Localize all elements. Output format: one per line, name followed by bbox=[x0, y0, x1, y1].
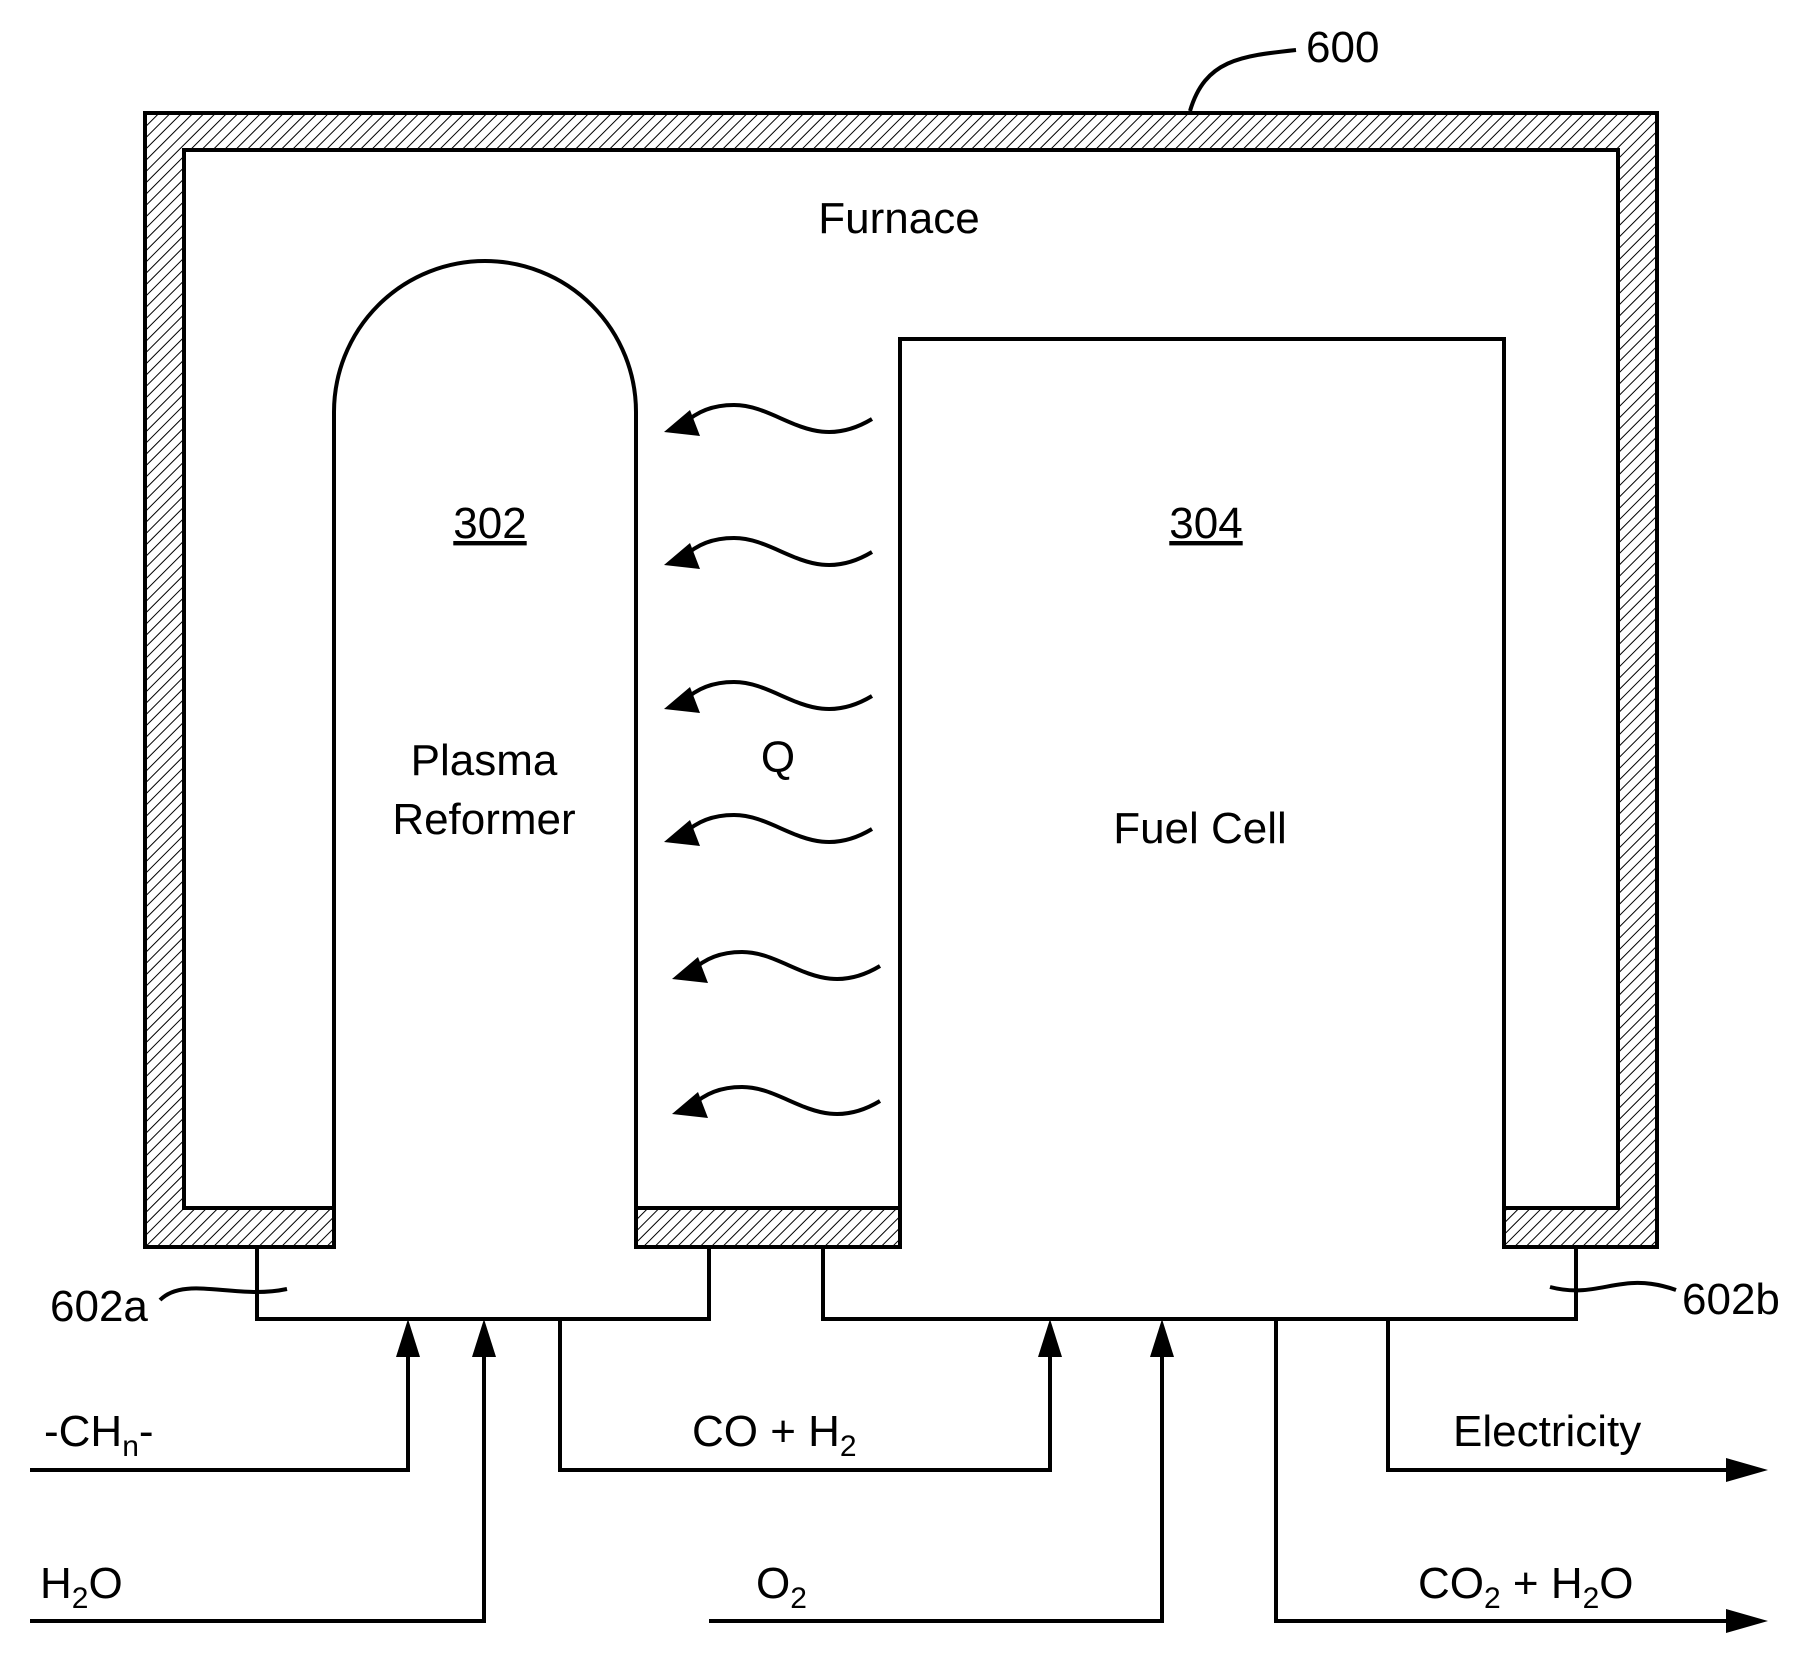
ref-302: 302 bbox=[453, 499, 526, 548]
heat-arrow-4 bbox=[684, 815, 872, 842]
exhaust-output-arrowhead bbox=[1726, 1609, 1768, 1633]
oxygen-label: O2 bbox=[756, 1559, 807, 1615]
heat-arrow-6 bbox=[692, 1087, 880, 1114]
manifold-602b bbox=[823, 1247, 1576, 1319]
heat-arrow-1 bbox=[684, 405, 872, 432]
syngas-label: CO + H2 bbox=[692, 1407, 857, 1463]
leader-600 bbox=[1190, 50, 1296, 111]
heat-arrow-5 bbox=[692, 952, 880, 979]
plasma-reformer-label-line2: Reformer bbox=[392, 795, 575, 844]
heat-label: Q bbox=[761, 733, 795, 782]
fuel-cell-label: Fuel Cell bbox=[1113, 804, 1287, 853]
exhaust-label: CO2 + H2O bbox=[1418, 1559, 1634, 1615]
ref-304: 304 bbox=[1169, 499, 1242, 548]
syngas-transfer-arrowhead bbox=[1038, 1319, 1062, 1357]
heat-arrow-3 bbox=[684, 682, 872, 709]
furnace-label: Furnace bbox=[818, 194, 979, 243]
plasma-reformer-label-line1: Plasma bbox=[411, 736, 558, 785]
leader-602a bbox=[160, 1288, 287, 1300]
ref-602b: 602b bbox=[1682, 1275, 1780, 1324]
manifold-602a bbox=[257, 1247, 709, 1319]
water-label: H2O bbox=[40, 1559, 123, 1615]
ref-600: 600 bbox=[1306, 23, 1379, 72]
fuel-cell-body bbox=[900, 339, 1504, 1247]
hydrocarbon-label: -CHn- bbox=[44, 1407, 154, 1463]
heat-arrow-2 bbox=[684, 538, 872, 565]
hydrocarbon-feed-arrowhead bbox=[396, 1319, 420, 1357]
oxygen-feed-arrowhead bbox=[1150, 1319, 1174, 1357]
electricity-output-arrowhead bbox=[1726, 1458, 1768, 1482]
ref-602a: 602a bbox=[50, 1282, 148, 1331]
electricity-label: Electricity bbox=[1453, 1407, 1641, 1456]
water-feed-arrowhead bbox=[472, 1319, 496, 1357]
leader-602b bbox=[1550, 1283, 1676, 1290]
